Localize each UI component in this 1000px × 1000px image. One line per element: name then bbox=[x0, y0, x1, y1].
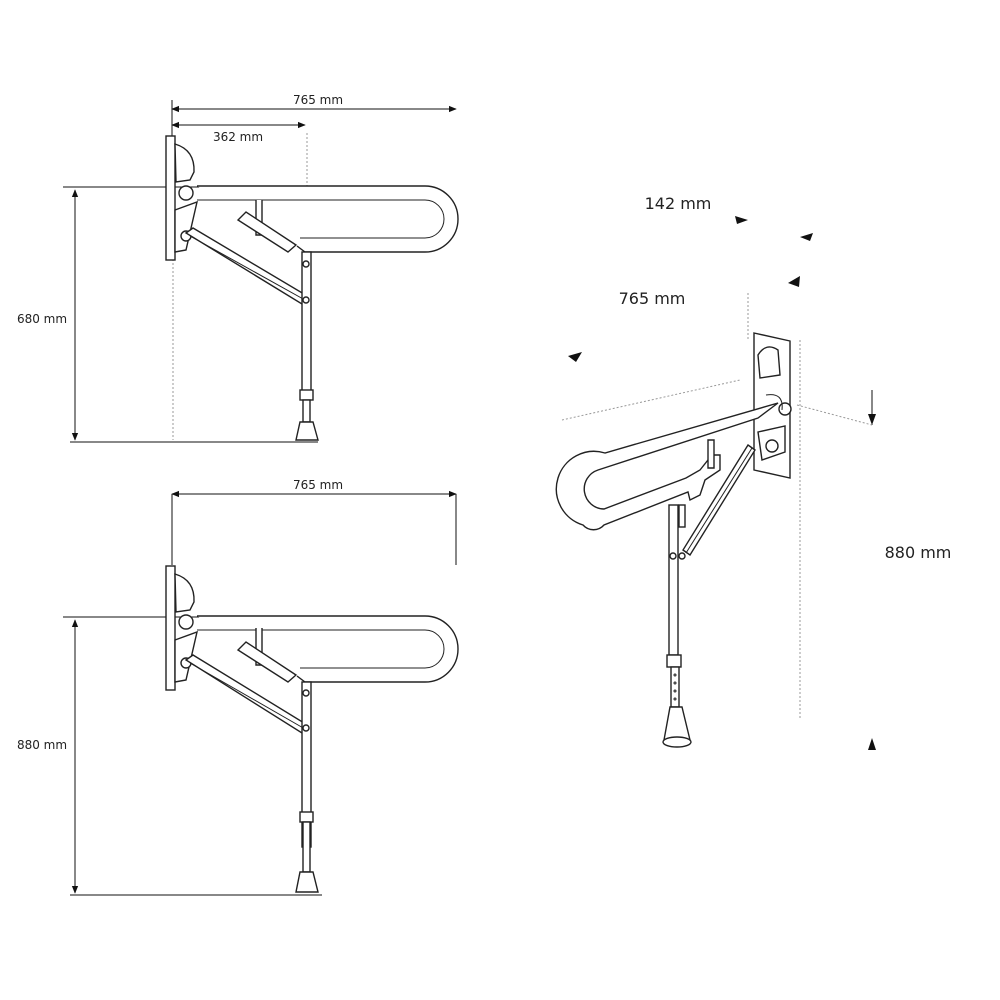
perspective-height-label: 880 mm bbox=[885, 543, 952, 562]
wall-plate bbox=[165, 565, 198, 691]
dimension-765-bottom: 765 mm bbox=[171, 478, 457, 565]
dimension-362: 362 mm bbox=[171, 121, 306, 144]
length-label: 765 mm bbox=[619, 289, 686, 308]
dimension-765-top: 765 mm bbox=[171, 93, 457, 138]
wall-plate bbox=[165, 135, 198, 261]
height-label: 880 mm bbox=[17, 738, 67, 752]
height-label: 680 mm bbox=[17, 312, 67, 326]
depth-label: 142 mm bbox=[645, 194, 712, 213]
offset-label: 362 mm bbox=[213, 130, 263, 144]
side-view-bottom: 765 mm 880 mm bbox=[17, 478, 459, 896]
perspective-view: 142 mm 765 mm 880 mm bbox=[555, 194, 952, 750]
dimension-680: 680 mm bbox=[17, 186, 318, 443]
width-label: 765 mm bbox=[293, 93, 343, 107]
side-view-top: 765 mm 362 mm 680 mm bbox=[17, 93, 459, 443]
width-label: 765 mm bbox=[293, 478, 343, 492]
